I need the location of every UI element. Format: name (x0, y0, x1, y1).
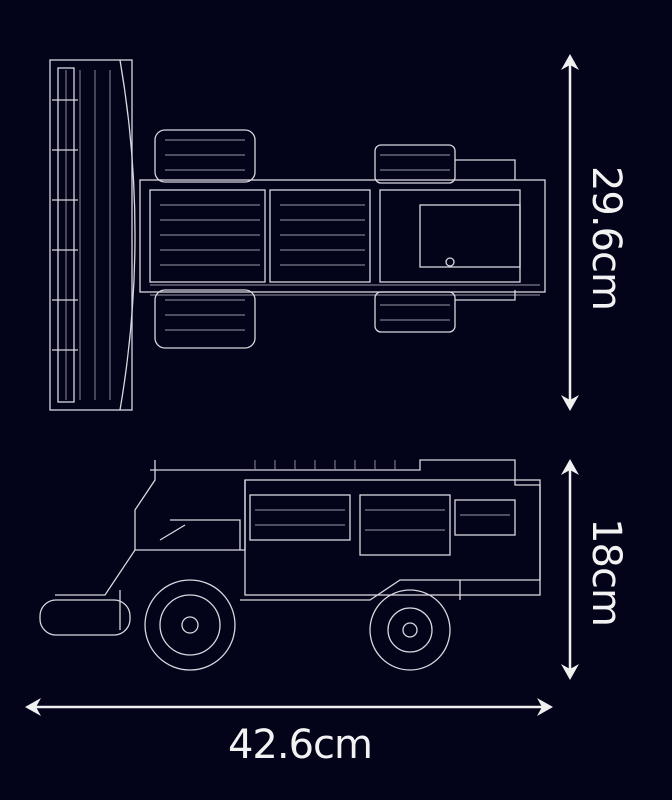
height-arrow (561, 459, 579, 680)
width-label: 42.6cm (227, 722, 373, 768)
side-view (39, 459, 541, 671)
depth-arrow (561, 54, 579, 411)
top-view (49, 59, 546, 411)
width-arrow (25, 698, 553, 716)
height-label: 18cm (583, 518, 629, 626)
depth-label: 29.6cm (583, 165, 629, 311)
